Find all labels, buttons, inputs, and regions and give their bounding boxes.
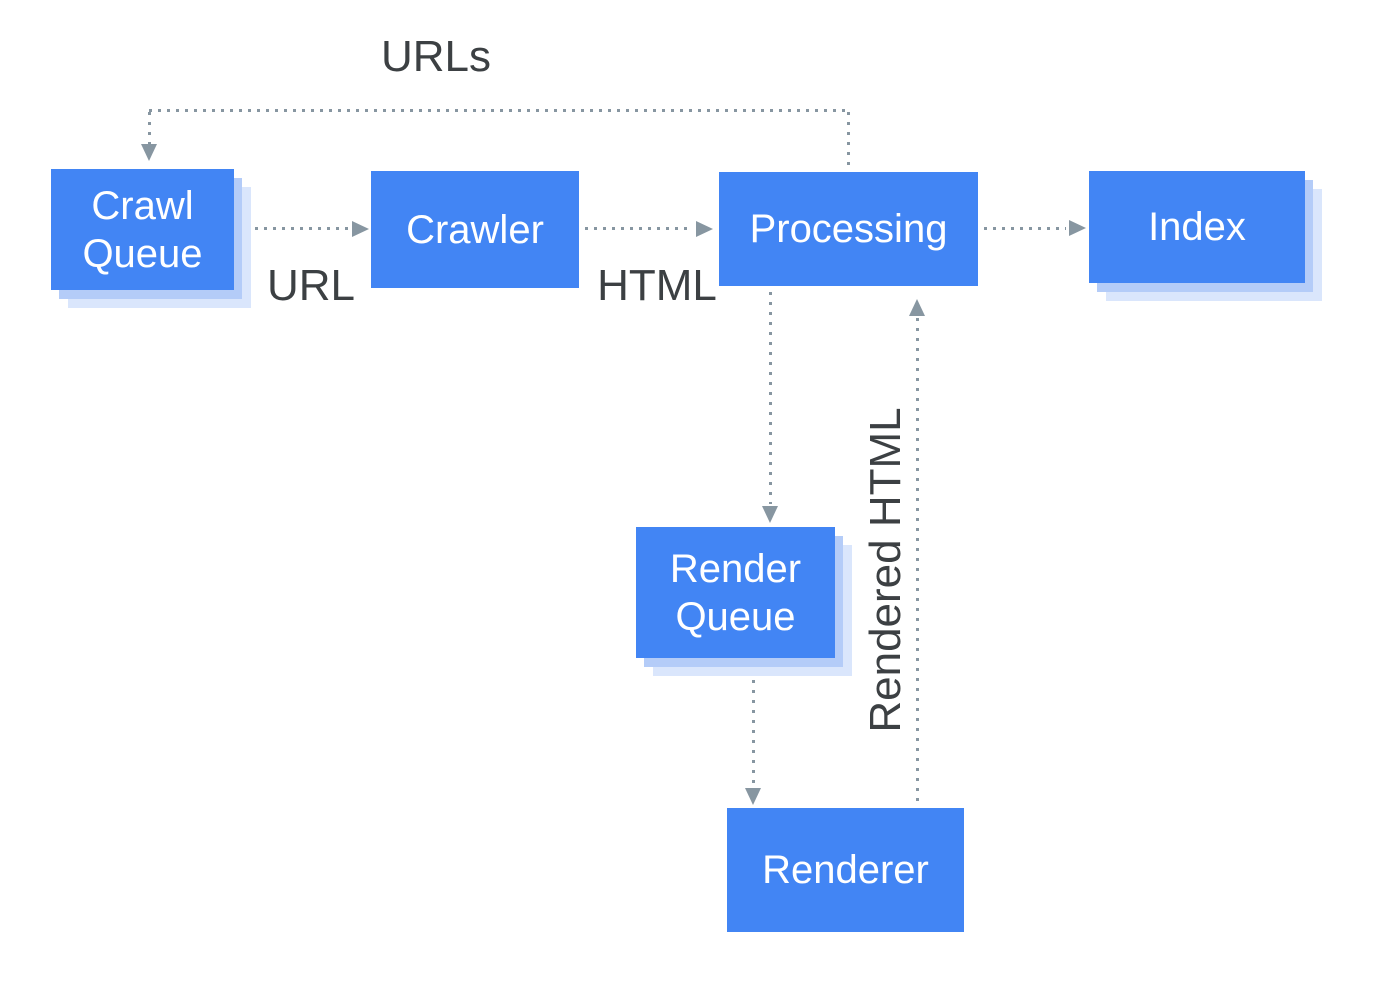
node-crawl-queue-label: Crawl Queue (82, 183, 203, 276)
connector-renderer-to-processing (916, 318, 919, 808)
node-index: Index (1089, 171, 1305, 283)
arrowhead-right-index-icon (1069, 220, 1086, 236)
node-renderer: Renderer (727, 808, 964, 932)
edge-label-url: URL (266, 261, 356, 310)
edge-label-rendered-html: Rendered HTML (861, 407, 910, 733)
arrowhead-down-renderer-icon (745, 788, 761, 805)
node-crawler: Crawler (371, 171, 579, 288)
connector-processing-to-crawlqueue-drop (148, 112, 151, 144)
node-render-queue: Render Queue (636, 527, 835, 658)
connector-processing-to-index (984, 227, 1066, 230)
connector-crawler-to-processing (585, 227, 693, 230)
arrowhead-right-crawler-icon (352, 221, 369, 237)
edge-label-html: HTML (597, 261, 717, 310)
arrowhead-up-processing-icon (909, 299, 925, 316)
connector-processing-to-renderqueue (769, 292, 772, 504)
edge-label-urls: URLs (380, 32, 492, 81)
connector-processing-to-crawlqueue-horizontal (149, 109, 848, 112)
node-crawler-label: Crawler (406, 207, 544, 252)
node-processing-label: Processing (749, 207, 948, 251)
node-index-label: Index (1148, 205, 1246, 249)
node-processing: Processing (719, 172, 978, 286)
connector-renderqueue-to-renderer (752, 680, 755, 786)
node-crawl-queue: Crawl Queue (51, 169, 234, 290)
arrowhead-down-crawlqueue-icon (141, 144, 157, 161)
arrowhead-down-renderqueue-icon (762, 506, 778, 523)
connector-crawlqueue-to-crawler (255, 227, 350, 230)
arrowhead-right-processing-icon (696, 221, 713, 237)
connector-processing-to-crawlqueue-rise (847, 112, 850, 172)
node-render-queue-label: Render Queue (669, 546, 802, 639)
node-renderer-label: Renderer (762, 848, 929, 892)
